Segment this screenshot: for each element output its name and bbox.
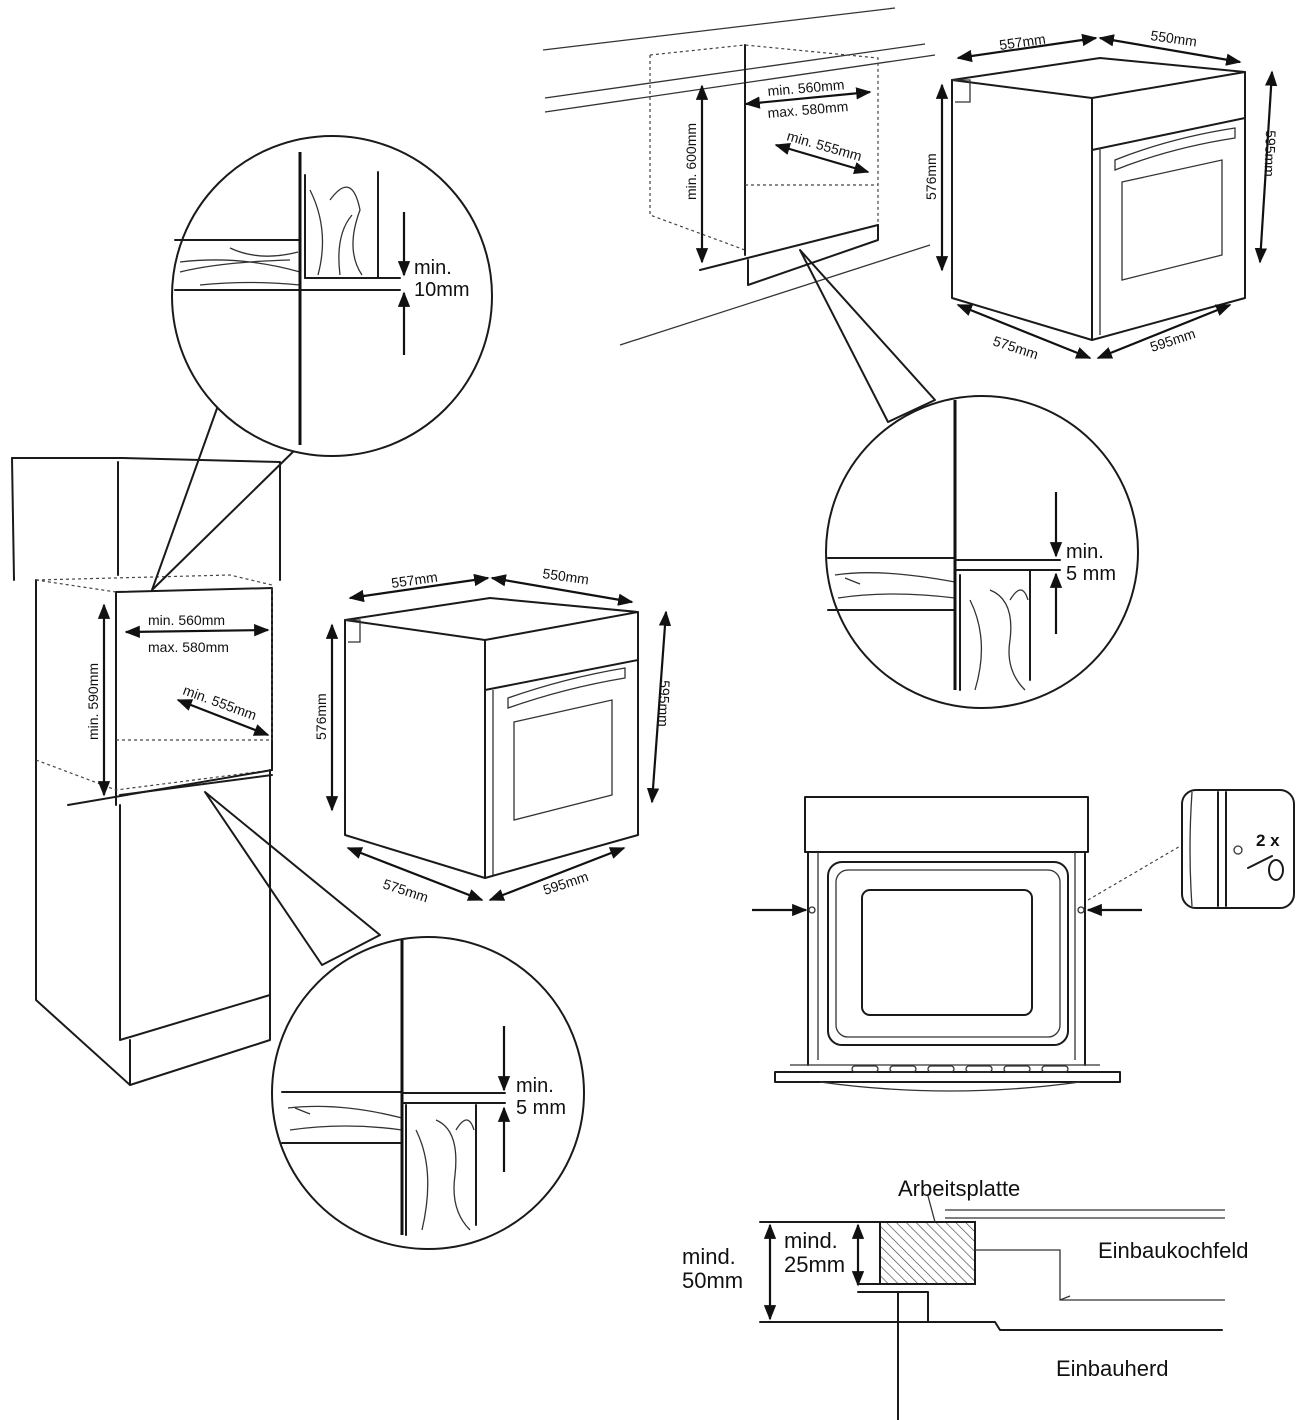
outer-dim-label-2: 50mm bbox=[682, 1268, 743, 1293]
under-width-min-label: min. 560mm bbox=[767, 76, 845, 99]
middle-height-right-label: 595mm bbox=[655, 680, 673, 727]
zoom-bottom-label-1: min. bbox=[516, 1075, 554, 1097]
upper-height-left-label: 576mm bbox=[923, 153, 939, 200]
hob-label: Einbaukochfeld bbox=[1098, 1238, 1248, 1263]
upper-width-top-label: 550mm bbox=[1150, 27, 1198, 49]
zoom-bottom-label-2: 5 mm bbox=[516, 1097, 566, 1119]
inner-dim-label-2: 25mm bbox=[784, 1252, 845, 1277]
under-width-max-label: max. 580mm bbox=[767, 98, 849, 121]
middle-depth-bottom-label: 575mm bbox=[381, 876, 430, 906]
zoom-bottom: min. 5 mm bbox=[204, 791, 585, 1250]
worktop-label: Arbeitsplatte bbox=[898, 1176, 1020, 1201]
outer-dim-label-1: mind. bbox=[682, 1244, 736, 1269]
oven-front-view bbox=[752, 796, 1183, 1092]
tall-height-label: min. 590mm bbox=[85, 663, 101, 740]
zoom-right: min. 5 mm bbox=[799, 249, 1139, 709]
upper-depth-bottom-label: 575mm bbox=[991, 333, 1040, 363]
middle-width-bottom-label: 595mm bbox=[541, 868, 590, 898]
screw-count-label: 2 x bbox=[1256, 831, 1280, 850]
oven-label: Einbauherd bbox=[1056, 1356, 1169, 1381]
upper-depth-top-label: 557mm bbox=[998, 31, 1046, 53]
screw-detail: 2 x bbox=[1181, 789, 1295, 909]
vent-slots bbox=[851, 1065, 1069, 1073]
tall-cabinet: min. 590mm min. 560mm max. 580mm min. 55… bbox=[11, 457, 281, 1086]
under-counter-cabinet: min. 600mm min. 560mm max. 580mm min. 55… bbox=[542, 7, 936, 346]
under-height-label: min. 600mm bbox=[683, 123, 699, 200]
upper-height-right-label: 595mm bbox=[1261, 130, 1279, 177]
inner-dim-label-1: mind. bbox=[784, 1228, 838, 1253]
zoom-right-label-1: min. bbox=[1066, 541, 1104, 563]
tall-width-min-label: min. 560mm bbox=[148, 612, 225, 628]
middle-width-top-label: 550mm bbox=[542, 565, 590, 587]
worktop-section: Arbeitsplatte mind. 50mm mind. 25mm Einb… bbox=[682, 1176, 1248, 1420]
zoom-right-label-2: 5 mm bbox=[1066, 563, 1116, 585]
zoom-top: min. 10mm bbox=[151, 135, 493, 591]
oven-upper: 557mm 550mm 576mm 595mm 575mm 595mm bbox=[923, 27, 1279, 362]
middle-depth-top-label: 557mm bbox=[390, 569, 438, 591]
oven-middle: 557mm 550mm 576mm 595mm 575mm 595mm bbox=[313, 565, 673, 905]
zoom-top-label-2: 10mm bbox=[414, 279, 470, 301]
tall-width-max-label: max. 580mm bbox=[148, 639, 229, 655]
middle-height-left-label: 576mm bbox=[313, 693, 329, 740]
upper-width-bottom-label: 595mm bbox=[1148, 325, 1197, 355]
zoom-top-label-1: min. bbox=[414, 257, 452, 279]
